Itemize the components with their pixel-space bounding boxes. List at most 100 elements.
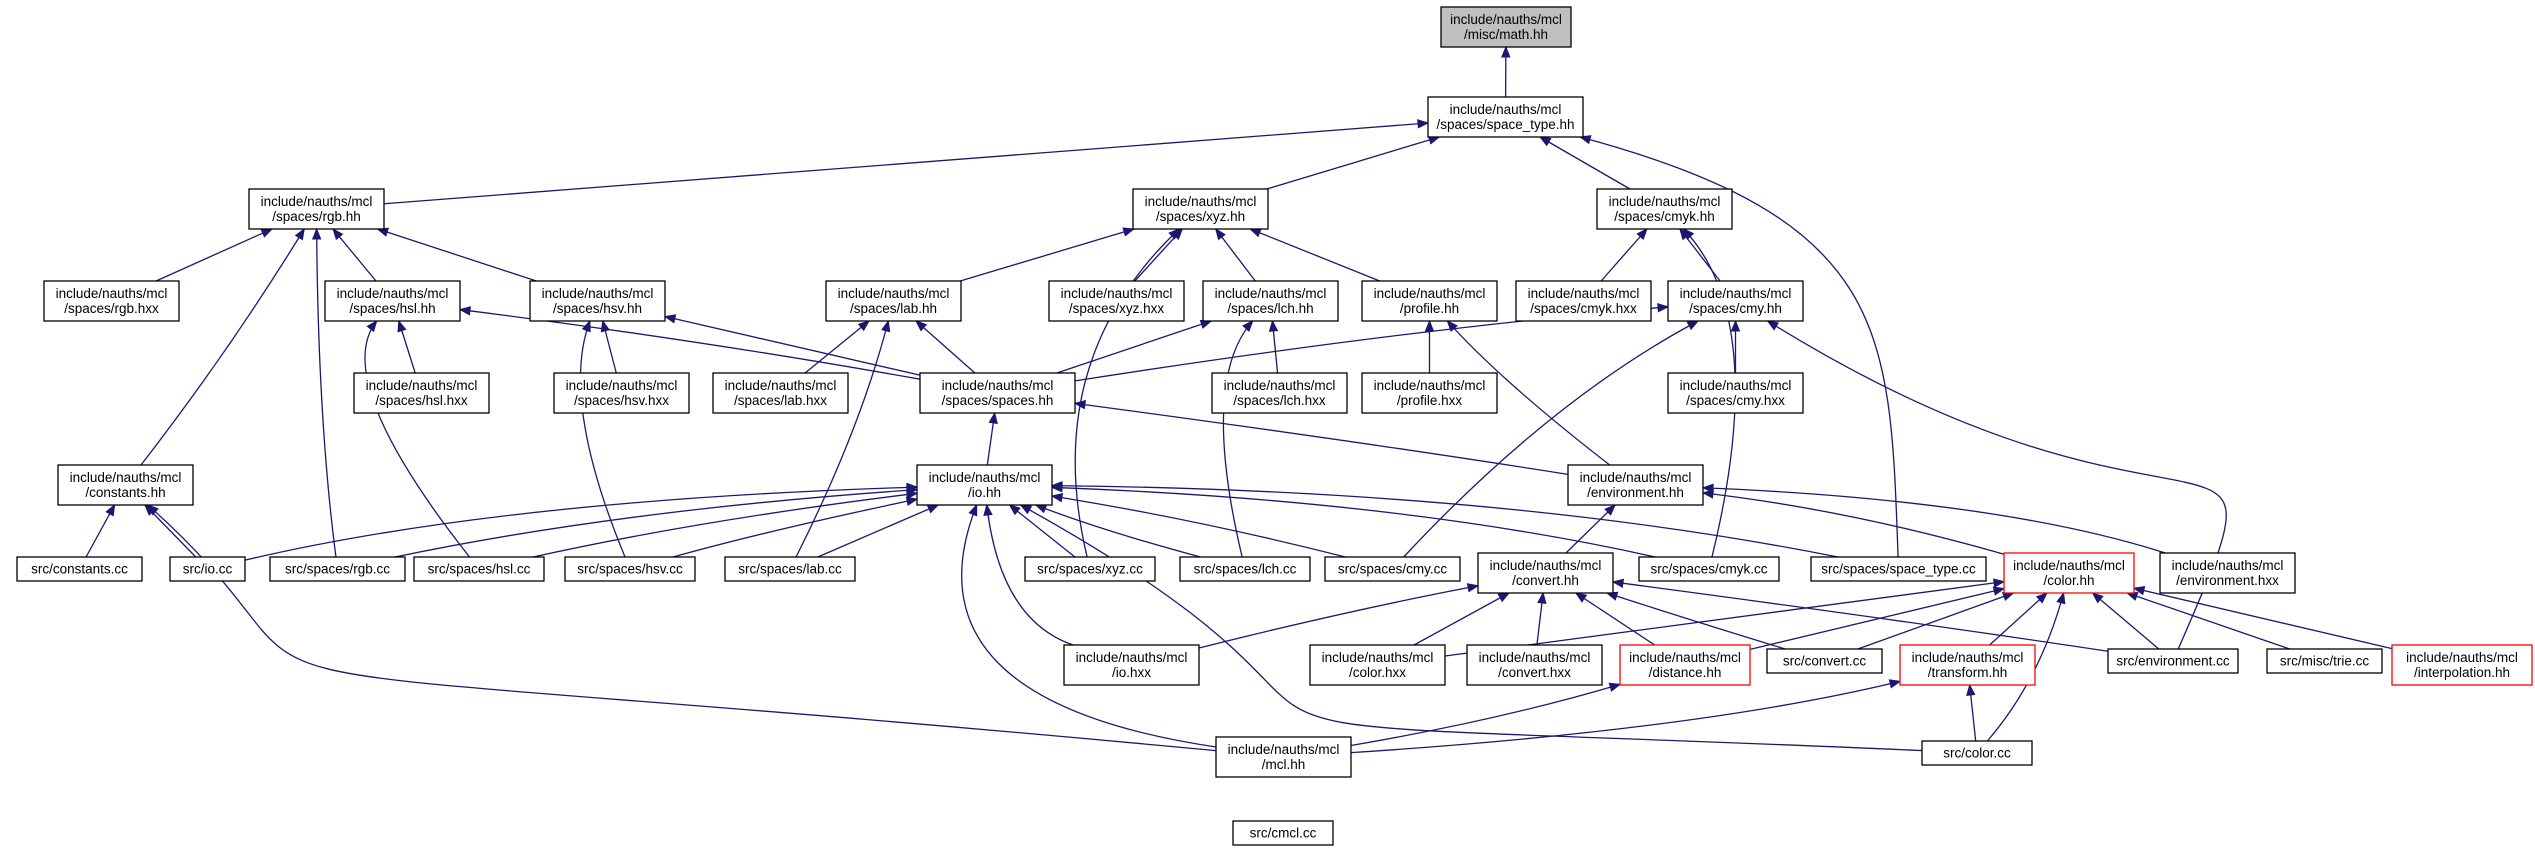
node-convert[interactable]: include/nauths/mcl/convert.hh: [1477, 552, 1614, 594]
dependency-edge: [364, 320, 471, 558]
node-xyz[interactable]: include/nauths/mcl/spaces/xyz.hh: [1132, 188, 1269, 230]
graph-edges: [85, 45, 2393, 754]
node-label: /spaces/cmy.hh: [1689, 301, 1782, 316]
node-environment-hxx[interactable]: include/nauths/mcl/environment.hxx: [2159, 552, 2296, 594]
dependency-edge: [1767, 320, 2227, 650]
node-color[interactable]: include/nauths/mcl/color.hh: [2003, 552, 2135, 594]
node-convert-hxx[interactable]: include/nauths/mcl/convert.hxx: [1466, 644, 1603, 686]
dependency-edge: [1702, 492, 2005, 555]
arrowhead-icon: [2001, 592, 2015, 602]
node-label: /spaces/rgb.hh: [272, 209, 361, 224]
node-transform[interactable]: include/nauths/mcl/transform.hh: [1899, 644, 2036, 686]
node-label: include/nauths/mcl: [1145, 194, 1257, 209]
dependency-edge: [1056, 320, 1212, 374]
node-label: include/nauths/mcl: [838, 286, 950, 301]
node-io[interactable]: include/nauths/mcl/io.hh: [916, 464, 1053, 506]
node-convert-cc[interactable]: src/convert.cc: [1766, 648, 1883, 674]
dependency-edge: [1606, 592, 1786, 650]
arrowhead-icon: [1497, 592, 1511, 603]
node-interpolation[interactable]: include/nauths/mcl/interpolation.hh: [2391, 644, 2533, 686]
dependency-edge: [1035, 504, 1201, 558]
node-hsv-hxx[interactable]: include/nauths/mcl/spaces/hsv.hxx: [553, 372, 690, 414]
node-label: include/nauths/mcl: [1450, 102, 1562, 117]
dependency-edge: [1074, 228, 1180, 558]
node-label: /spaces/xyz.hh: [1156, 209, 1245, 224]
node-rgb-hxx[interactable]: include/nauths/mcl/spaces/rgb.hxx: [43, 280, 180, 322]
dependency-edge: [459, 308, 921, 380]
node-cmyk-hxx[interactable]: include/nauths/mcl/spaces/cmyk.hxx: [1515, 280, 1652, 322]
arrowhead-icon: [663, 314, 677, 324]
node-profile[interactable]: include/nauths/mcl/profile.hh: [1361, 280, 1498, 322]
node-cmcl-cc[interactable]: src/cmcl.cc: [1232, 820, 1334, 846]
node-mcl[interactable]: include/nauths/mcl/mcl.hh: [1215, 736, 1352, 778]
node-environment[interactable]: include/nauths/mcl/environment.hh: [1567, 464, 1704, 506]
arrowhead-icon: [397, 319, 407, 333]
dependency-edge: [1051, 486, 1656, 558]
node-hsv[interactable]: include/nauths/mcl/spaces/hsv.hh: [529, 280, 666, 322]
node-lab-hxx[interactable]: include/nauths/mcl/spaces/lab.hxx: [712, 372, 849, 414]
node-xyz-hxx[interactable]: include/nauths/mcl/spaces/xyz.hxx: [1048, 280, 1185, 322]
arrowhead-icon: [294, 227, 305, 241]
dependency-edge: [1266, 136, 1440, 190]
node-constants[interactable]: include/nauths/mcl/constants.hh: [57, 464, 194, 506]
node-math[interactable]: include/nauths/mcl/misc/math.hh: [1440, 6, 1572, 48]
node-environment-cc[interactable]: src/environment.cc: [2107, 648, 2239, 674]
node-lab[interactable]: include/nauths/mcl/spaces/lab.hh: [825, 280, 962, 322]
node-io-hxx[interactable]: include/nauths/mcl/io.hxx: [1063, 644, 1200, 686]
node-trie-cc[interactable]: src/misc/trie.cc: [2266, 648, 2383, 674]
node-cmyk-cc[interactable]: src/spaces/cmyk.cc: [1638, 556, 1780, 582]
node-box: [43, 280, 180, 322]
node-box: [1899, 644, 2036, 686]
node-box: [2107, 648, 2239, 674]
dependency-edge: [2126, 592, 2290, 650]
node-box: [1921, 740, 2033, 766]
node-io-cc[interactable]: src/io.cc: [169, 556, 246, 582]
arrowhead-icon: [1019, 504, 1033, 515]
node-label: src/color.cc: [1943, 746, 2011, 761]
node-label: /spaces/hsl.hh: [349, 301, 435, 316]
dependency-edge: [1413, 592, 1510, 646]
node-box: [1024, 556, 1156, 582]
node-rgb[interactable]: include/nauths/mcl/spaces/rgb.hh: [248, 188, 385, 230]
node-label: include/nauths/mcl: [1490, 558, 1602, 573]
node-distance[interactable]: include/nauths/mcl/distance.hh: [1619, 644, 1751, 686]
node-box: [1361, 280, 1498, 322]
node-cmy-hxx[interactable]: include/nauths/mcl/spaces/cmy.hxx: [1667, 372, 1804, 414]
node-xyz-cc[interactable]: src/spaces/xyz.cc: [1024, 556, 1156, 582]
node-box: [1766, 648, 1883, 674]
node-label: /spaces/xyz.hxx: [1069, 301, 1165, 316]
arrowhead-icon: [1537, 591, 1547, 604]
node-hsl-cc[interactable]: src/spaces/hsl.cc: [413, 556, 545, 582]
arrowhead-icon: [915, 320, 928, 332]
node-lch-cc[interactable]: src/spaces/lch.cc: [1179, 556, 1311, 582]
node-box: [1667, 372, 1804, 414]
node-color-hxx[interactable]: include/nauths/mcl/color.hxx: [1309, 644, 1446, 686]
node-cmyk[interactable]: include/nauths/mcl/spaces/cmyk.hh: [1596, 188, 1733, 230]
dependency-edge: [1749, 587, 2005, 651]
node-color-cc[interactable]: src/color.cc: [1921, 740, 2033, 766]
node-cmy-cc[interactable]: src/spaces/cmy.cc: [1324, 556, 1461, 582]
dependency-edge: [244, 486, 918, 561]
node-profile-hxx[interactable]: include/nauths/mcl/profile.hxx: [1361, 372, 1498, 414]
node-lch[interactable]: include/nauths/mcl/spaces/lch.hh: [1202, 280, 1339, 322]
dependency-edge: [377, 228, 537, 282]
node-label: include/nauths/mcl: [1374, 286, 1486, 301]
node-space-type[interactable]: include/nauths/mcl/spaces/space_type.hh: [1427, 96, 1584, 138]
node-label: include/nauths/mcl: [1061, 286, 1173, 301]
node-hsl[interactable]: include/nauths/mcl/spaces/hsl.hh: [324, 280, 461, 322]
arrowhead-icon: [260, 228, 274, 238]
node-box: [1202, 280, 1339, 322]
node-cmy[interactable]: include/nauths/mcl/spaces/cmy.hh: [1667, 280, 1804, 322]
node-rgb-cc[interactable]: src/spaces/rgb.cc: [269, 556, 406, 582]
node-space-type-cc[interactable]: src/spaces/space_type.cc: [1810, 556, 1987, 582]
node-label: /convert.hxx: [1498, 665, 1571, 680]
dependency-edge: [1702, 487, 2166, 554]
arrowhead-icon: [105, 503, 116, 517]
node-box: [1324, 556, 1461, 582]
node-hsl-hxx[interactable]: include/nauths/mcl/spaces/hsl.hxx: [353, 372, 490, 414]
node-constants-cc[interactable]: src/constants.cc: [16, 556, 143, 582]
node-hsv-cc[interactable]: src/spaces/hsv.cc: [564, 556, 696, 582]
node-spaces[interactable]: include/nauths/mcl/spaces/spaces.hh: [919, 372, 1076, 414]
node-lch-hxx[interactable]: include/nauths/mcl/spaces/lch.hxx: [1211, 372, 1348, 414]
node-lab-cc[interactable]: src/spaces/lab.cc: [724, 556, 856, 582]
